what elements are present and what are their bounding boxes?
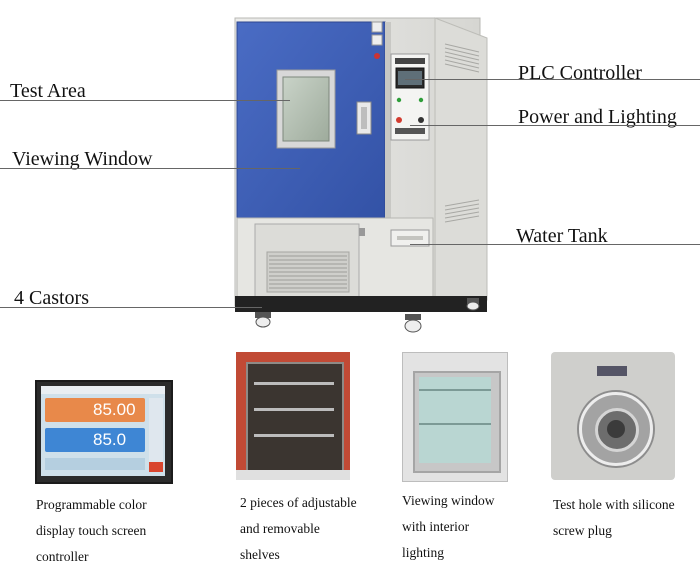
chamber-door	[236, 21, 386, 219]
callout-castors: 4 Castors	[14, 287, 89, 309]
viewing-window-photo	[402, 352, 508, 482]
controller-reading-bottom: 85.0	[93, 430, 127, 449]
callout-viewing-window: Viewing Window	[12, 148, 153, 170]
callout-water-tank: Water Tank	[516, 225, 608, 247]
leader-line-viewing-window	[0, 168, 300, 169]
feature-caption-test-hole: Test hole with silicone screw plug	[553, 497, 675, 538]
controller-reading-top: 85.00	[93, 400, 136, 419]
feature-caption-viewing-window: Viewing window with interior lighting	[402, 493, 495, 560]
plc-control-panel	[390, 53, 430, 141]
feature-caption-shelves: 2 pieces of adjustable and removable she…	[240, 495, 357, 562]
leader-line-plc-controller	[405, 79, 700, 80]
callout-power-lighting: Power and Lighting	[518, 106, 677, 128]
leader-line-water-tank	[410, 244, 700, 245]
leader-line-castors	[0, 307, 262, 308]
castors	[255, 298, 480, 333]
touch-screen-controller-photo: 85.00 85.0	[35, 380, 173, 484]
feature-caption-controller: Programmable color display touch screen …	[36, 497, 147, 564]
test-chamber-illustration	[234, 17, 488, 333]
shelves-interior-photo	[236, 352, 350, 480]
callout-plc-controller: PLC Controller	[518, 62, 642, 84]
water-tank	[390, 229, 430, 247]
leader-line-test-area	[0, 100, 290, 101]
callout-test-area: Test Area	[10, 80, 86, 102]
leader-line-power-lighting	[410, 125, 700, 126]
test-hole-photo	[551, 352, 675, 480]
